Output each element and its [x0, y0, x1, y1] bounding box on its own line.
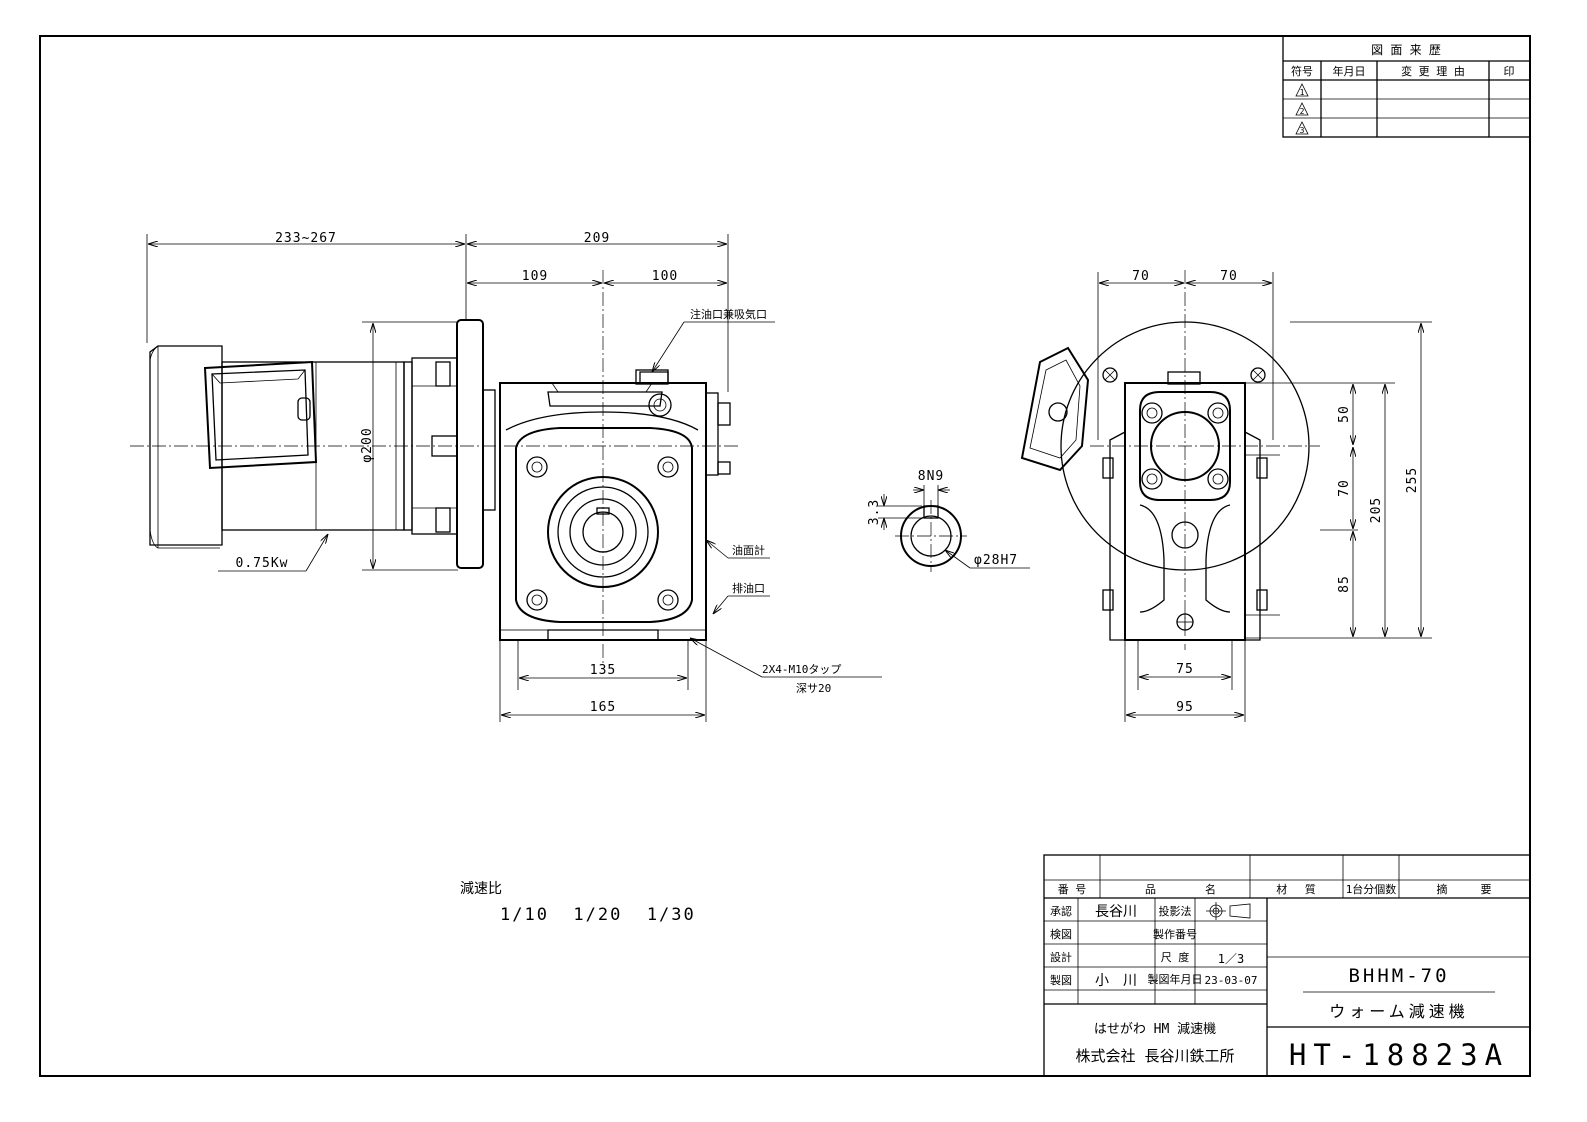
- dim-gear-left: 109: [522, 269, 548, 284]
- tb-draw: 製図: [1050, 973, 1072, 987]
- tb-col-remarks: 摘 要: [1437, 882, 1492, 896]
- dim-key-depth: 3.3: [867, 499, 882, 525]
- rev-header-reason: 変 更 理 由: [1401, 64, 1465, 78]
- dim-gear-right: 100: [652, 269, 678, 284]
- label-oil-gauge: 油面計: [732, 543, 765, 557]
- flange-bolts-side: [1102, 367, 1266, 383]
- sheet-border: [39, 35, 1531, 1077]
- label-tap: 2X4-M10タップ: [762, 663, 841, 676]
- shaft-section: 8N9 3.3 φ28H7: [867, 469, 1030, 572]
- tb-col-name-2: 名: [1205, 882, 1216, 896]
- svg-text:1: 1: [1300, 88, 1305, 97]
- dim-base-inner: 135: [590, 663, 616, 678]
- tb-col-qty: 1台分個数: [1346, 882, 1397, 896]
- rev-header-seal: 印: [1504, 65, 1515, 78]
- tb-scale-value: 1／3: [1218, 952, 1244, 966]
- rev-symbol-3: 3: [1295, 121, 1309, 135]
- tb-col-material: 材 質: [1276, 882, 1316, 896]
- dim-foot-outer: 95: [1176, 700, 1194, 715]
- rev-symbol-2: 2: [1295, 102, 1309, 116]
- tb-model: BHHM-70: [1348, 965, 1449, 987]
- dim-h85: 85: [1337, 575, 1352, 593]
- motor-power-label: 0.75Kw: [236, 556, 289, 571]
- title-block: 番 号 品 名 材 質 1台分個数 摘 要 承認 長谷川 投影法 検図 製作番号…: [1043, 854, 1531, 1077]
- motor-body: [149, 319, 496, 569]
- tb-mfg-no: 製作番号: [1153, 927, 1197, 941]
- dim-motor-overall: 233~267: [275, 231, 337, 246]
- front-labels: 注油口兼吸気口 油面計 排油口 2X4-M10タップ 深サ20: [652, 307, 882, 695]
- dim-bore: φ28H7: [974, 553, 1018, 568]
- tb-col-no: 番 号: [1058, 883, 1087, 896]
- tb-check: 検図: [1050, 927, 1072, 941]
- label-oil-inlet: 注油口兼吸気口: [690, 307, 767, 321]
- tb-date: 23-03-07: [1205, 974, 1258, 987]
- dim-side-left: 70: [1132, 269, 1150, 284]
- front-view: 233~267 209 109 100 φ200 0.75Kw 135 165 …: [130, 231, 882, 722]
- rev-header-date: 年月日: [1333, 64, 1366, 78]
- dim-key-width: 8N9: [918, 469, 944, 484]
- side-dimensions: 70 70 50 70 85 205 255 75 95: [1097, 269, 1432, 722]
- rev-header-symbol: 符号: [1291, 65, 1313, 78]
- tb-product: ウォーム減速機: [1329, 1002, 1469, 1021]
- reduction-ratio: 減速比 1/10 1/20 1/30: [460, 880, 696, 925]
- label-drain: 排油口: [732, 581, 765, 595]
- tb-company-line1: はせがわ HM 減速機: [1094, 1021, 1216, 1037]
- front-dimensions: 233~267 209 109 100 φ200 0.75Kw 135 165: [146, 231, 729, 722]
- tb-design: 設計: [1050, 950, 1072, 964]
- svg-text:3: 3: [1300, 126, 1305, 135]
- projection-symbol-icon: [1206, 902, 1251, 920]
- tb-drawing-no: HT-18823A: [1289, 1038, 1509, 1072]
- tb-drafter: 小 川: [1095, 973, 1137, 989]
- dim-h255: 255: [1405, 467, 1420, 493]
- dim-foot-inner: 75: [1176, 662, 1194, 677]
- gearbox-front: [499, 369, 731, 641]
- reduction-title: 減速比: [460, 880, 502, 897]
- rev-symbol-1: 1: [1295, 83, 1309, 97]
- dim-h205: 205: [1369, 497, 1384, 523]
- side-view: [1020, 270, 1320, 650]
- dim-side-right: 70: [1220, 269, 1238, 284]
- tb-approver: 長谷川: [1095, 904, 1137, 920]
- revision-table: 図 面 来 歴 符号 年月日 変 更 理 由 印 1 2 3: [1282, 35, 1531, 138]
- dim-h50: 50: [1337, 405, 1352, 423]
- dim-base-outer: 165: [590, 700, 616, 715]
- tb-approve: 承認: [1050, 904, 1072, 918]
- reduction-values: 1/10 1/20 1/30: [500, 905, 696, 925]
- tb-date-label: 製図年月日: [1148, 972, 1203, 986]
- svg-text:2: 2: [1300, 107, 1305, 116]
- revision-title: 図 面 来 歴: [1371, 43, 1441, 57]
- tb-scale-label: 尺 度: [1161, 950, 1190, 964]
- dim-flange-dia: φ200: [360, 427, 375, 462]
- dim-h70: 70: [1337, 479, 1352, 497]
- tb-projection: 投影法: [1159, 904, 1192, 918]
- label-tap-depth: 深サ20: [796, 682, 831, 695]
- tb-col-name-1: 品: [1145, 883, 1156, 896]
- dim-gear-length: 209: [584, 231, 610, 246]
- tb-company-line2: 株式会社 長谷川鉄工所: [1075, 1047, 1234, 1065]
